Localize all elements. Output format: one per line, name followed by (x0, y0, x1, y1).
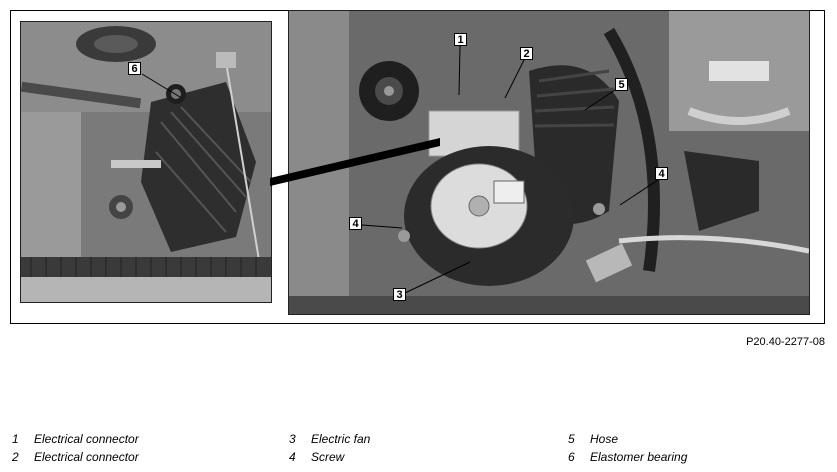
main-photo (288, 10, 810, 315)
legend-number: 1 (12, 432, 19, 446)
legend-number: 5 (568, 432, 575, 446)
legend-label: Elastomer bearing (590, 450, 688, 464)
legend-label: Hose (590, 432, 619, 446)
legend-item: 1 Electrical connector (12, 432, 139, 446)
legend-item: 2 Electrical connector (12, 450, 139, 464)
callout-2: 2 (520, 47, 533, 60)
detail-photo-illustration (21, 22, 271, 302)
main-photo-illustration (289, 11, 809, 314)
callout-6: 6 (128, 62, 141, 75)
legend-number: 3 (289, 432, 296, 446)
legend-number: 4 (289, 450, 296, 464)
callout-5: 5 (615, 78, 628, 91)
legend-item: 4 Screw (289, 450, 344, 464)
legend-number: 6 (568, 450, 575, 464)
detail-photo (20, 21, 272, 303)
legend-item: 5 Hose (568, 432, 618, 446)
callout-4-right: 4 (655, 167, 668, 180)
legend-label: Electric fan (311, 432, 371, 446)
callout-1: 1 (454, 33, 467, 46)
legend-label: Electrical connector (34, 432, 139, 446)
legend-label: Electrical connector (34, 450, 139, 464)
legend-label: Screw (311, 450, 345, 464)
legend-number: 2 (12, 450, 19, 464)
legend-item: 3 Electric fan (289, 432, 370, 446)
callout-3: 3 (393, 288, 406, 301)
legend-item: 6 Elastomer bearing (568, 450, 687, 464)
callout-4-left: 4 (349, 217, 362, 230)
figure-reference-code: P20.40-2277-08 (746, 336, 825, 348)
